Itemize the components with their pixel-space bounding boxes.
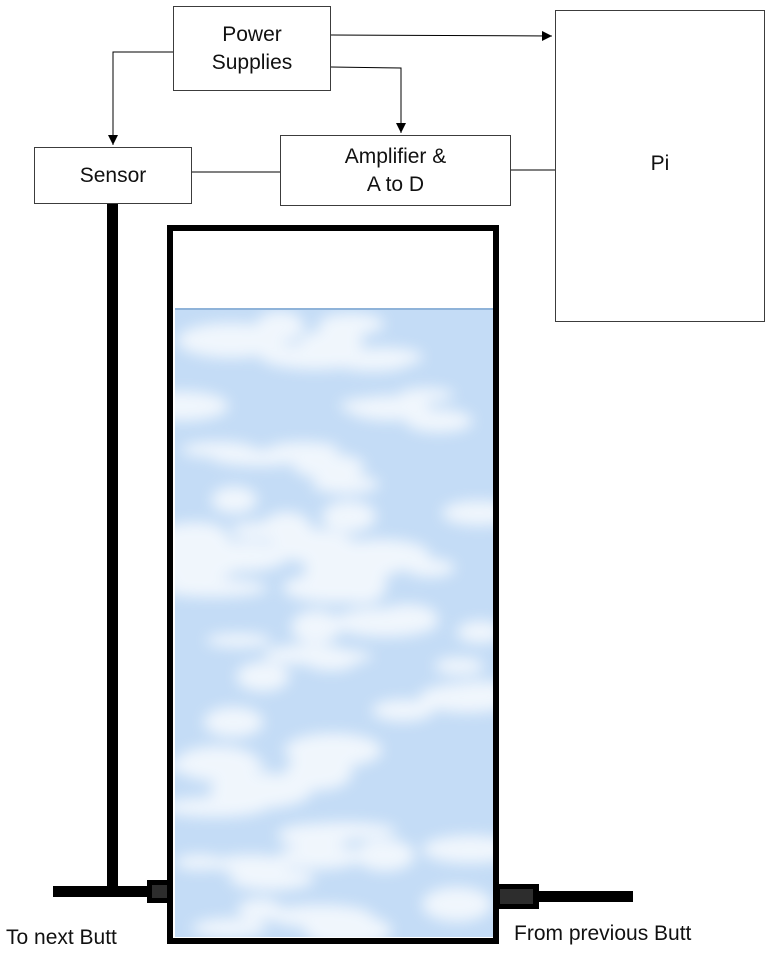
water-cloud [175, 854, 225, 871]
water-cloud [203, 706, 264, 738]
from-previous-butt-label: From previous Butt [514, 922, 692, 945]
water-cloud [295, 822, 397, 840]
edge-power-to-sensor [108, 51, 173, 145]
water-cloud [175, 522, 230, 559]
water-cloud [456, 620, 493, 644]
water-cloud [434, 657, 485, 675]
water-cloud [422, 886, 492, 922]
power-supplies-label-line1: Power [222, 22, 282, 46]
water-cloud [282, 572, 387, 603]
power-supplies-node: Power Supplies [173, 6, 331, 91]
outlet-pipe [53, 204, 172, 903]
water-texture [175, 311, 493, 937]
water-cloud [304, 914, 392, 937]
water-cloud [371, 699, 435, 722]
power-supplies-label-line2: Supplies [211, 50, 293, 74]
outlet-pipe-segment [53, 886, 150, 897]
amplifier-label-line1: Amplifier & [344, 144, 447, 168]
water [175, 308, 493, 937]
water-cloud [405, 409, 473, 433]
water-cloud [229, 521, 296, 540]
inlet-pipe-segment [539, 891, 633, 902]
water-cloud [192, 918, 267, 937]
water-butt-tank [167, 225, 499, 944]
water-cloud [334, 539, 430, 571]
water-cloud [175, 797, 268, 817]
water-cloud [256, 311, 305, 342]
edge-power-to-amplifier [330, 66, 406, 133]
pi-node: Pi [555, 10, 765, 322]
amplifier-node: Amplifier & A to D [280, 135, 511, 206]
water-cloud [259, 343, 371, 370]
water-cloud [211, 486, 258, 514]
water-cloud [355, 839, 415, 872]
water-cloud [278, 844, 363, 869]
water-cloud [267, 648, 373, 665]
inlet-pipe [494, 884, 633, 909]
water-cloud [175, 391, 229, 421]
water-cloud [312, 474, 380, 494]
to-next-butt-label: To next Butt [6, 926, 117, 949]
water-cloud [236, 661, 290, 692]
water-cloud [378, 604, 438, 632]
water-cloud [268, 441, 340, 457]
water-cloud [293, 453, 365, 479]
sensor-label: Sensor [79, 163, 147, 187]
water-cloud [175, 746, 260, 782]
water-cloud [441, 500, 493, 526]
pi-label: Pi [650, 152, 670, 175]
water-cloud [405, 558, 456, 578]
water-cloud [321, 501, 377, 532]
sensor-node: Sensor [34, 147, 192, 204]
water-cloud [422, 835, 493, 864]
water-cloud [203, 325, 254, 340]
sensor-tube [107, 204, 118, 894]
water-cloud [339, 396, 430, 415]
outlet-connector-detail [152, 885, 167, 898]
water-cloud [175, 578, 268, 598]
edge-power-to-pi [330, 30, 553, 41]
water-cloud [398, 387, 454, 402]
water-cloud [205, 633, 272, 648]
amplifier-label-line2: A to D [366, 172, 425, 196]
water-cloud [229, 867, 315, 891]
water-cloud [291, 610, 341, 644]
water-cloud [447, 680, 493, 703]
inlet-connector-detail [500, 889, 533, 904]
water-cloud [284, 733, 383, 768]
